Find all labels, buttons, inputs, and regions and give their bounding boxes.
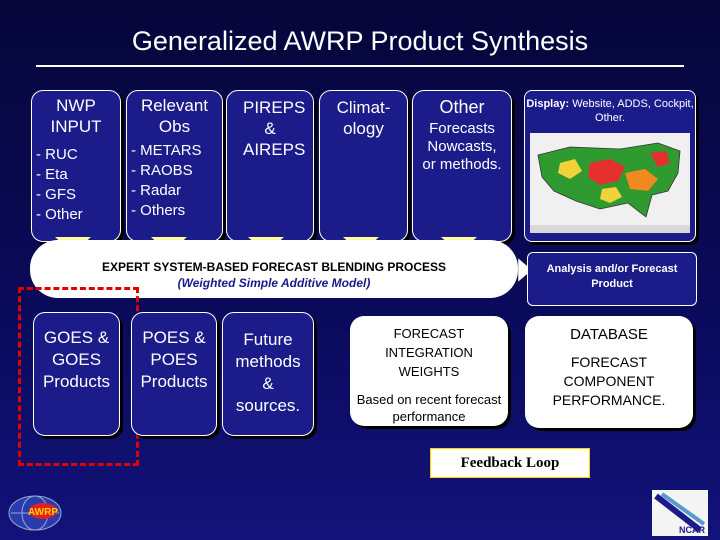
display-box: Display: Website, ADDS, Cockpit, Other. <box>524 90 696 242</box>
future-methods-label: Future methods & sources. <box>235 330 301 415</box>
relevant-obs-box: Relevant Obs - METARS - RAOBS - Radar - … <box>126 90 223 242</box>
pireps-box: PIREPS & AIREPS <box>226 90 314 242</box>
pireps-title: PIREPS & AIREPS <box>243 98 306 159</box>
poes-label: POES & POES Products <box>140 328 208 391</box>
weights-subtitle: Based on recent forecast performance <box>356 392 502 424</box>
svg-text:AWRP: AWRP <box>28 507 58 518</box>
weights-title: FORECAST INTEGRATION WEIGHTS <box>385 326 473 379</box>
other-item: or methods. <box>422 156 502 173</box>
other-item: Forecasts <box>429 120 495 137</box>
feedback-loop: Feedback Loop <box>430 448 590 478</box>
database-subtitle: FORECAST COMPONENT PERFORMANCE. <box>552 354 666 408</box>
goes-label: GOES & GOES Products <box>42 328 111 391</box>
page-title: Generalized AWRP Product Synthesis <box>131 26 589 56</box>
obs-item: - METARS <box>131 142 202 159</box>
blending-title: EXPERT SYSTEM-BASED FORECAST BLENDING PR… <box>101 260 447 274</box>
database-box: DATABASE FORECAST COMPONENT PERFORMANCE. <box>525 316 693 428</box>
database-title: DATABASE <box>570 326 648 343</box>
other-title: Other <box>439 97 485 117</box>
arrow-right <box>518 258 532 282</box>
awrp-logo: AWRP <box>8 495 62 531</box>
climatology-title: Climat- ology <box>336 98 391 138</box>
obs-item: - RAOBS <box>131 162 193 179</box>
goes-box: GOES & GOES Products <box>33 312 120 436</box>
ncar-logo: NCAR <box>652 490 708 536</box>
analysis-product-box: Analysis and/or Forecast Product <box>527 252 697 306</box>
obs-item: - Others <box>131 202 186 219</box>
poes-box: POES & POES Products <box>131 312 217 436</box>
other-box: Other Forecasts Nowcasts, or methods. <box>412 90 512 242</box>
nwp-item: - Eta <box>36 166 68 183</box>
analysis-product-label: Analysis and/or Forecast Product <box>546 263 678 290</box>
nwp-item: - Other <box>36 206 83 223</box>
other-item: Nowcasts, <box>427 138 497 155</box>
display-text: Website, ADDS, Cockpit, Other. <box>572 98 694 124</box>
forecast-map-image <box>530 133 690 233</box>
blending-subtitle: (Weighted Simple Additive Model) <box>177 276 371 290</box>
nwp-item: - GFS <box>36 186 76 203</box>
display-label: Display: <box>526 98 570 110</box>
nwp-input-box: NWP INPUT - RUC - Eta - GFS - Other <box>31 90 121 242</box>
nwp-item: - RUC <box>36 146 78 163</box>
svg-text:NCAR: NCAR <box>679 525 705 535</box>
climatology-box: Climat- ology <box>319 90 408 242</box>
integration-weights-box: FORECAST INTEGRATION WEIGHTS Based on re… <box>350 316 508 426</box>
title-underline <box>36 65 684 67</box>
future-methods-box: Future methods & sources. <box>222 312 314 436</box>
nwp-input-title: NWP INPUT <box>50 96 102 136</box>
relevant-obs-title: Relevant Obs <box>140 96 209 136</box>
obs-item: - Radar <box>131 182 182 199</box>
